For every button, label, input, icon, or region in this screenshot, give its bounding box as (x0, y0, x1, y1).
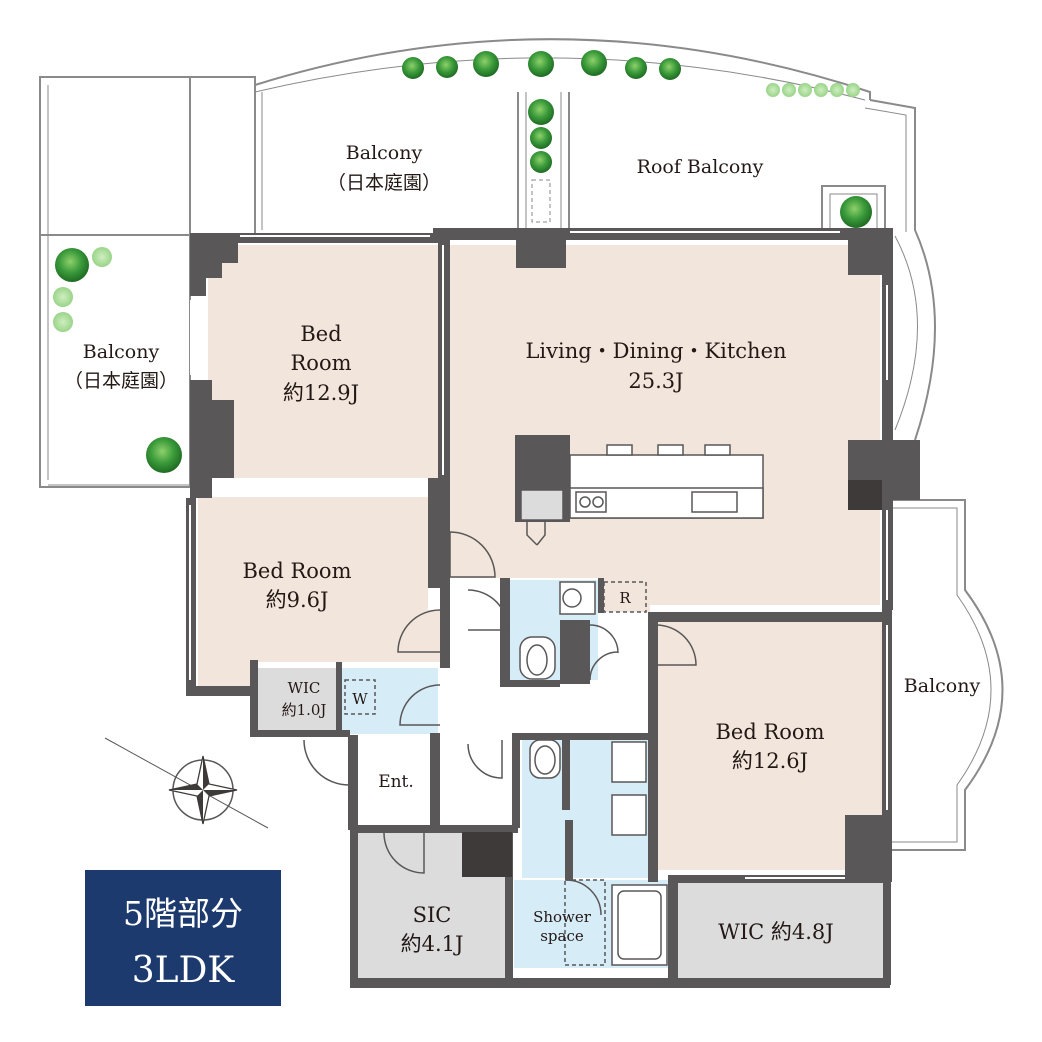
bed-room-2-size: 約9.6J (266, 588, 329, 612)
balcony-top-label: Balcony (346, 142, 423, 164)
compass-rose-icon (104, 737, 269, 829)
bed-room-3-label: Bed Room (716, 720, 825, 744)
plan-badge (85, 870, 281, 1006)
windows (189, 231, 888, 879)
balcony-left-label: Balcony (83, 341, 160, 363)
sic-label: SIC (413, 903, 452, 927)
bed-room-1-label-2: Room (290, 351, 351, 375)
shrub-icon (53, 83, 860, 332)
room-labels: Balcony （日本庭園） Roof Balcony Balcony （日本庭… (64, 142, 980, 991)
plants (53, 50, 872, 473)
walls (186, 228, 920, 988)
badge-plan-type: 3LDK (132, 950, 236, 991)
entrance-label: Ent. (378, 772, 414, 792)
balcony-top-sub: （日本庭園） (327, 172, 441, 194)
shower-label-2: space (540, 927, 584, 945)
wic-small-label: WIC (288, 679, 321, 697)
sic-size: 約4.1J (401, 932, 464, 956)
shower-label-1: Shower (533, 908, 592, 926)
balcony-left-sub: （日本庭園） (64, 370, 178, 392)
bed-room-1-label-1: Bed (300, 322, 341, 346)
bed-room-1-size: 約12.9J (283, 381, 359, 405)
ldk-label: Living・Dining・Kitchen (525, 339, 786, 363)
w-closet-label: W (352, 690, 368, 708)
balcony-right-label: Balcony (904, 675, 981, 697)
fridge-label: R (619, 589, 631, 607)
wic-large-label: WIC 約4.8J (718, 920, 833, 944)
kitchen-counter (520, 444, 764, 546)
shrub-icon (55, 50, 872, 473)
bed-room-3-size: 約12.6J (732, 749, 808, 773)
roof-balcony-label: Roof Balcony (637, 156, 764, 178)
fridge-slot (603, 581, 647, 613)
bed-room-2-label: Bed Room (243, 559, 352, 583)
bath-fixtures (344, 581, 668, 966)
wic-small-size: 約1.0J (282, 701, 327, 719)
ldk-size: 25.3J (628, 369, 683, 393)
badge-floor-label: 5階部分 (123, 894, 243, 933)
door-swings (303, 531, 697, 916)
